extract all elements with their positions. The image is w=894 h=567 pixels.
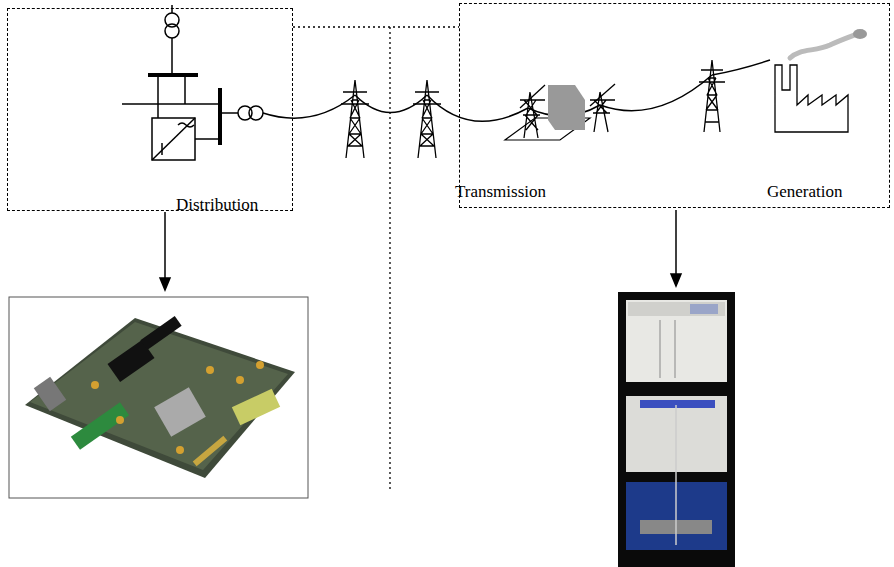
dotted-link <box>293 26 459 27</box>
simulator-rack <box>618 292 735 567</box>
region-label: Transmission <box>455 183 546 202</box>
distribution-symbols <box>122 5 770 160</box>
dashed-region: Distribution <box>7 8 293 211</box>
region-label: Generation <box>767 183 843 202</box>
substation <box>505 84 615 140</box>
dashed-region: TransmissionGeneration <box>459 3 890 208</box>
region-label: Distribution <box>176 196 258 215</box>
down-arrows <box>160 210 681 290</box>
divider-line <box>389 27 390 492</box>
transmission-towers <box>341 60 725 158</box>
power-plant <box>775 29 867 132</box>
fpga-board <box>9 297 308 498</box>
